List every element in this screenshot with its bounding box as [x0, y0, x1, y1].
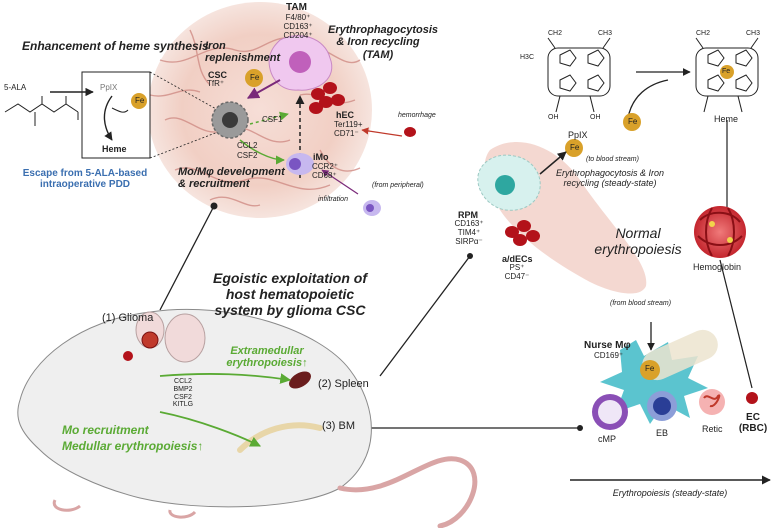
- ppix-molecule: [547, 37, 611, 113]
- to-blood-label: (to blood stream): [586, 156, 639, 163]
- spleen-fe-label: Fe: [570, 143, 580, 152]
- erythropoiesis-steady: Erythropoiesis (steady-state): [612, 488, 728, 498]
- hec-label: hEC: [336, 110, 354, 120]
- hec-markers: Ter119+CD71⁻: [334, 120, 363, 138]
- bm-label: (3) BM: [322, 420, 355, 432]
- heme-box-diagram: [4, 71, 219, 159]
- ppix-ch2: CH2: [548, 30, 563, 37]
- heme-box-fe: Fe: [135, 96, 145, 105]
- ec-rbc-label: EC(RBC): [738, 412, 768, 435]
- ppix-title: PpIX: [568, 130, 588, 140]
- nurse-marker: CD169⁺: [594, 351, 624, 360]
- infiltration-label: infiltration: [318, 196, 348, 203]
- heme-fe-center: Fe: [722, 68, 731, 75]
- extramedullar-label: Extramedullar erythropoiesis↑: [226, 345, 308, 370]
- ccl2-label: CCL2: [237, 141, 258, 150]
- heme-ch3: CH3: [746, 30, 761, 37]
- adecs-markers: PS⁺CD47⁻: [504, 263, 530, 281]
- heme-fe-input: [623, 113, 641, 131]
- tumor-to-glioma-line: [159, 205, 215, 311]
- heme-box-title: Enhancement of heme synthesis: [22, 39, 209, 53]
- hemorrhage-label: hemorrhage: [398, 112, 436, 119]
- tam-label: TAM: [286, 2, 307, 13]
- medullar-label: Medullar erythropoiesis↑: [62, 439, 204, 453]
- heme-ch2: CH2: [696, 30, 711, 37]
- csf1-label: CSF1: [262, 115, 283, 124]
- cmp-label: cMP: [598, 434, 616, 444]
- ec-rbc-dot: [746, 392, 758, 404]
- rpm-cell: [477, 154, 541, 211]
- hemoglobin-protein: [694, 206, 746, 258]
- iron-replenishment: Iron replenishment: [205, 40, 281, 65]
- adecs-label: a/dECs: [502, 254, 533, 264]
- imo-cell: [286, 153, 314, 175]
- heme-box-heme: Heme: [102, 144, 127, 154]
- hemorrhage-rbc: [404, 127, 416, 137]
- imo-label: iMo: [313, 152, 329, 162]
- ppix-ch3: CH3: [598, 30, 613, 37]
- rpm-label: RPM: [458, 210, 478, 220]
- eb-label: EB: [656, 428, 669, 438]
- spleen-label: (2) Spleen: [318, 378, 369, 390]
- nurse-macrophage: [600, 329, 718, 424]
- csc-marker: TfR⁺: [207, 79, 225, 88]
- escape-text: Escape from 5-ALA-based intraoperative P…: [22, 168, 148, 191]
- ppix-label: PpIX: [100, 83, 118, 92]
- csc-label: CSC: [208, 70, 228, 80]
- retic-label: Retic: [702, 424, 723, 434]
- mouse-body: [17, 308, 478, 528]
- csc-fe: Fe: [250, 73, 260, 82]
- heme-molecule: [695, 37, 759, 113]
- csc-cell: [211, 69, 263, 139]
- spleen-fe: [565, 139, 583, 157]
- glioma-label: (1) Glioma: [102, 312, 154, 324]
- ppix-oh-2: OH: [590, 114, 601, 121]
- heme-title: Heme: [714, 114, 739, 124]
- imo-markers: CCR2⁺CD68⁺: [312, 162, 339, 180]
- fe-atom: [131, 93, 147, 109]
- mo-recruitment-label: Mo recruitment: [62, 423, 149, 437]
- ppix-h3c: H3C: [520, 54, 535, 61]
- normal-erythropoiesis: Normal erythropoiesis: [594, 225, 682, 257]
- csf2-label: CSF2: [237, 151, 258, 160]
- erythro-steady-label: Erythrophagocytosis & Iron recycling (st…: [555, 168, 665, 189]
- peripheral-monocyte: [363, 200, 381, 216]
- from-peripheral: (from peripheral): [372, 182, 424, 189]
- center-title: Egoistic exploitation of host hematopoie…: [212, 270, 367, 319]
- from-blood-label: (from blood stream): [610, 300, 672, 307]
- eb-cell: [647, 391, 677, 421]
- nurse-fe: Fe: [645, 364, 655, 373]
- retic-cell: [699, 389, 725, 415]
- ala-label: 5-ALA: [4, 83, 27, 92]
- tam-cell: [268, 35, 333, 91]
- erythrophagocytosis-tam: Erythrophagocytosis & Iron recycling (TA…: [328, 24, 439, 61]
- tam-markers: F4/80⁺CD163⁺CD204⁺: [283, 13, 313, 40]
- adecs-cluster: [505, 220, 540, 246]
- cmp-cell: [592, 394, 628, 430]
- nurse-label: Nurse Mφ: [584, 340, 631, 351]
- ppix-oh-1: OH: [548, 114, 559, 121]
- rpm-markers: CD163⁺TIM4⁺SIRPα⁻: [454, 219, 484, 246]
- heme-synth-fe: Fe: [628, 117, 638, 126]
- hec-cluster: [309, 82, 345, 114]
- hemoglobin-label: Hemoglobin: [693, 262, 742, 272]
- mo-development: Mo/Mφ development & recruitment: [178, 166, 285, 191]
